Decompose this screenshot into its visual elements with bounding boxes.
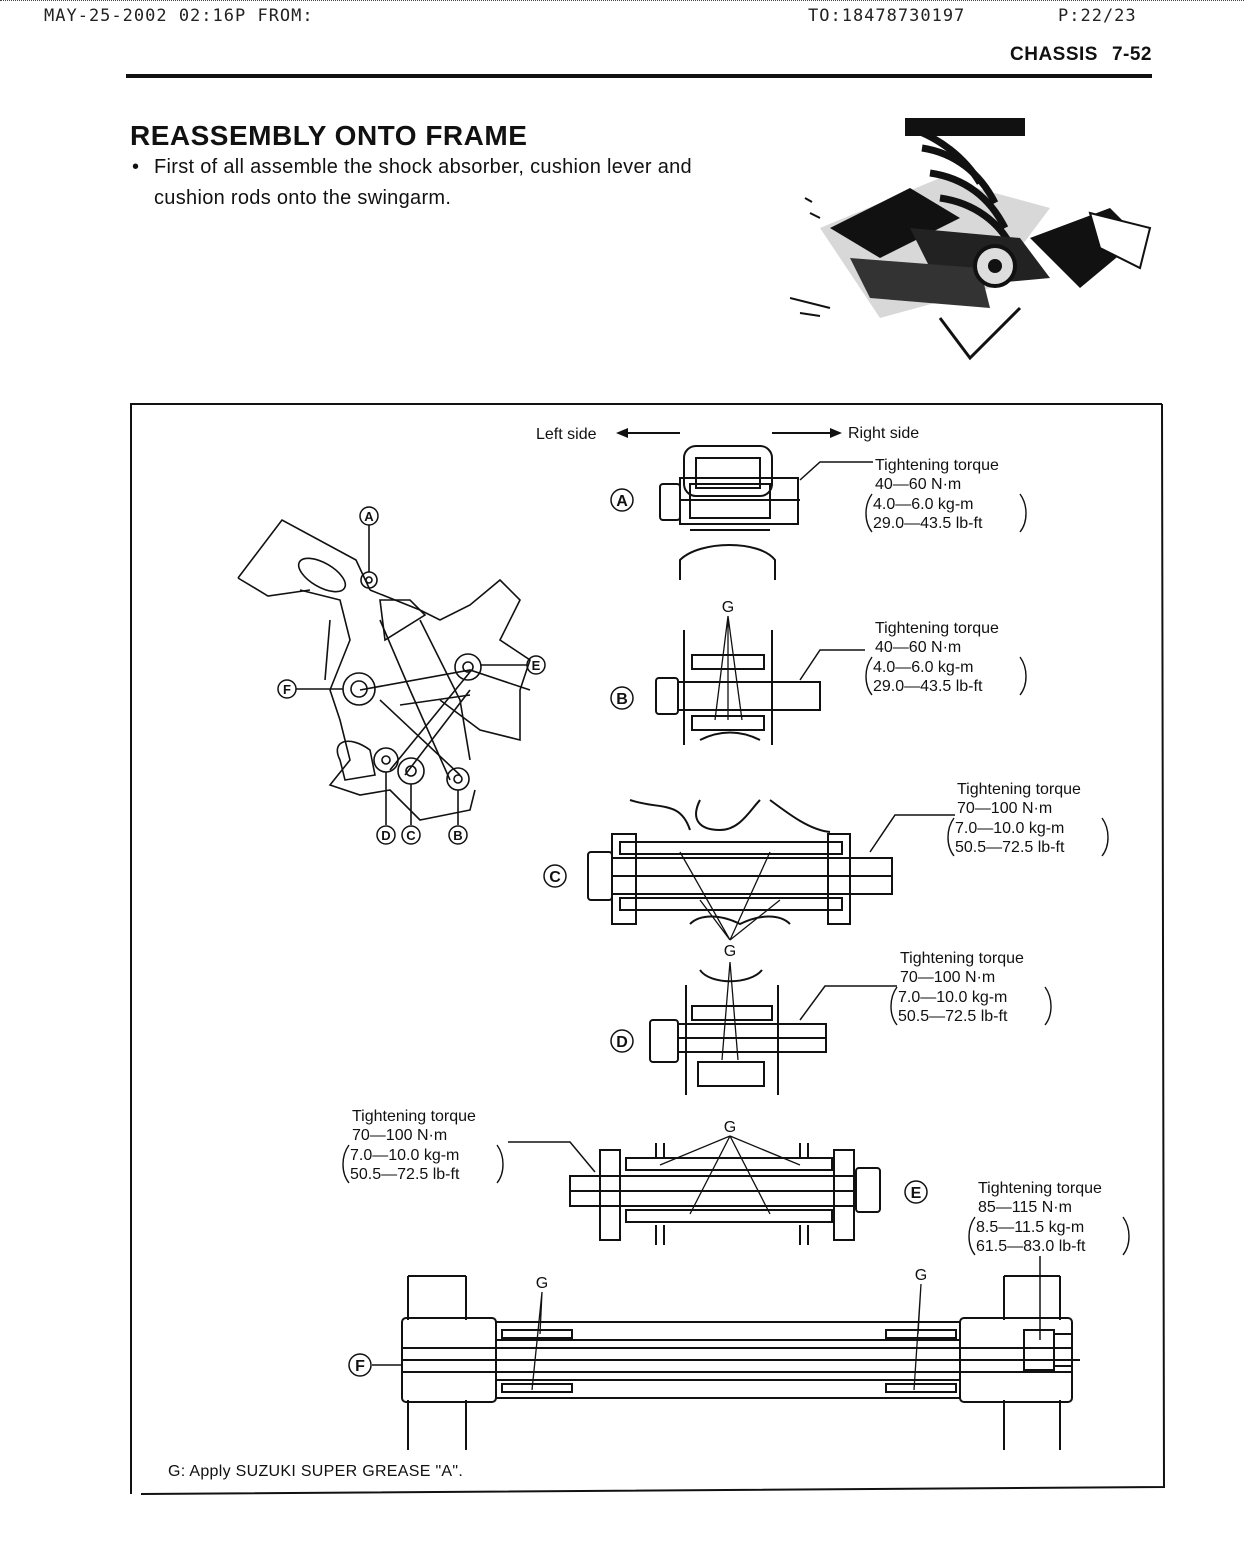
part-f-torque-title: Tightening torque [978,1180,1102,1197]
part-c-torque-title: Tightening torque [957,781,1081,798]
swingarm-overview [237,518,531,825]
fax-top-border [0,0,1244,1]
grease-caption: G: Apply SUZUKI SUPER GREASE "A". [168,1463,464,1480]
left-arrow-icon [616,428,628,438]
part-f-torque: Tightening torque 85—115 N·m 8.5—11.5 kg… [968,1180,1130,1256]
part-a-torque-nm: 40—60 N·m [875,476,961,493]
callout-c: C [406,828,416,843]
part-d-drawing [649,969,827,1095]
part-a-torque-title: Tightening torque [875,457,999,474]
right-side-label: Right side [848,425,919,442]
part-a-torque-lbft: 29.0—43.5 lb-ft [873,515,983,532]
instruction-item: • First of all assemble the shock absorb… [130,152,750,214]
part-b-torque-lbft: 29.0—43.5 lb-ft [873,678,983,695]
part-f-grease-right-leaders [913,1283,922,1391]
part-e-grease-leaders [659,1135,801,1215]
part-d-grease-leaders [721,961,739,1061]
part-f-torque-nm: 85—115 N·m [978,1199,1072,1216]
part-d-torque-lbft: 50.5—72.5 lb-ft [898,1008,1008,1025]
part-d-torque-kgm: 7.0—10.0 kg-m [898,989,1007,1006]
part-f-drawing [401,1275,1080,1450]
part-f-torque-kgm: 8.5—11.5 kg-m [976,1219,1084,1236]
fax-page-count: P:22/23 [1058,6,1137,26]
right-arrow-icon [830,428,842,438]
part-f-torque-lbft: 61.5—83.0 lb-ft [976,1238,1086,1255]
fax-to-number: TO:18478730197 [808,6,966,26]
part-d-callout: D [610,1029,634,1053]
part-c-drawing [587,799,893,926]
page-number: 7-52 [1111,44,1152,65]
part-e-torque-title: Tightening torque [352,1108,476,1125]
instruction-text: First of all assemble the shock absorber… [154,156,692,209]
page-header: CHASSIS 7-52 [1010,44,1152,66]
part-b-torque-title: Tightening torque [875,620,999,637]
part-e-torque-lbft: 50.5—72.5 lb-ft [350,1166,460,1183]
part-b-torque-nm: 40—60 N·m [875,639,961,656]
part-e-drawing [569,1143,881,1245]
section-name: CHASSIS [1010,44,1098,65]
part-e-grease-label: G [724,1119,736,1136]
part-c-torque: Tightening torque 70—100 N·m 7.0—10.0 kg… [947,781,1109,857]
part-a-leader [799,461,873,481]
part-b-letter: B [616,691,628,708]
shock-absorber-photo [790,118,1152,368]
left-side-label: Left side [536,426,597,443]
part-c-torque-kgm: 7.0—10.0 kg-m [955,820,1064,837]
part-e-callout: E [904,1180,928,1204]
part-a-drawing [659,445,800,580]
part-a-torque: Tightening torque 40—60 N·m 4.0—6.0 kg-m… [865,457,1027,533]
part-c-torque-nm: 70—100 N·m [957,800,1052,817]
callout-e: E [532,658,541,673]
part-f-grease-left-label: G [536,1275,548,1292]
header-rule [126,74,1152,78]
overview-callouts: A F E D C B [277,506,546,845]
part-f-callout: F [348,1353,372,1377]
part-d-letter: D [616,1034,628,1051]
part-cd-grease-label: G [724,943,736,960]
part-a-callout: A [610,488,634,512]
section-title: REASSEMBLY ONTO FRAME [130,120,528,151]
part-c-letter: C [549,869,561,886]
part-b-grease-leaders [714,615,743,721]
part-b-torque-kgm: 4.0—6.0 kg-m [873,659,973,676]
callout-d: D [381,828,390,843]
part-b-leader [799,649,865,681]
part-e-torque-nm: 70—100 N·m [352,1127,447,1144]
part-e-torque-kgm: 7.0—10.0 kg-m [350,1147,459,1164]
callout-a: A [364,509,374,524]
part-d-torque: Tightening torque 70—100 N·m 7.0—10.0 kg… [890,950,1052,1026]
figure-border [130,403,1162,1494]
part-d-leader [799,985,897,1021]
part-b-callout: B [610,686,634,710]
part-c-leader [869,814,955,853]
bullet-mark: • [132,156,140,178]
part-c-callout: C [543,864,567,888]
part-e-leader [508,1141,596,1173]
part-e-letter: E [911,1185,922,1202]
part-d-torque-nm: 70—100 N·m [900,969,995,986]
part-f-grease-left-leaders [531,1291,543,1391]
callout-b: B [453,828,462,843]
part-d-torque-title: Tightening torque [900,950,1024,967]
part-c-grease-leaders [679,851,781,941]
part-a-letter: A [616,493,628,510]
part-e-torque: Tightening torque 70—100 N·m 7.0—10.0 kg… [342,1108,504,1184]
part-f-grease-right-label: G [915,1267,927,1284]
part-f-letter: F [355,1358,365,1375]
part-b-torque: Tightening torque 40—60 N·m 4.0—6.0 kg-m… [865,620,1027,696]
fax-date-from: MAY-25-2002 02:16P FROM: [44,6,314,26]
part-b-grease-label: G [722,599,734,616]
part-c-torque-lbft: 50.5—72.5 lb-ft [955,839,1065,856]
callout-f: F [283,682,291,697]
part-a-torque-kgm: 4.0—6.0 kg-m [873,496,973,513]
